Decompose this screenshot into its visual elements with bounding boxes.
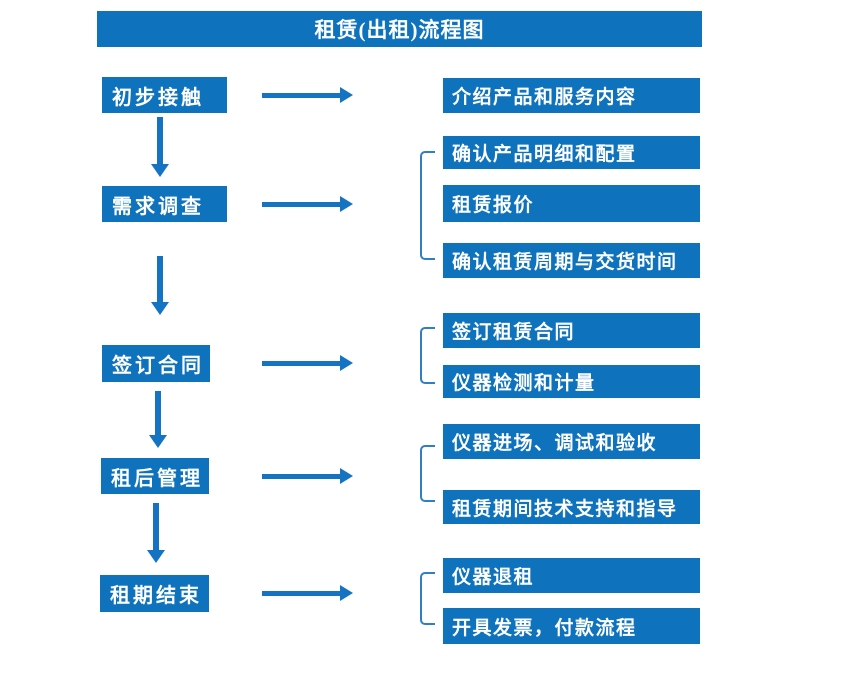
right-arrow-shaft	[262, 360, 340, 366]
right-arrow-head	[340, 468, 353, 484]
output-box-introduce-products-services: 介绍产品和服务内容	[443, 78, 700, 113]
down-arrow-shaft	[155, 391, 161, 435]
right-arrow-shaft	[262, 92, 340, 98]
output-box-instrument-return: 仪器退租	[443, 558, 700, 593]
step-box-post-rental-management: 租后管理	[101, 458, 209, 494]
output-box-technical-support-guidance: 租赁期间技术支持和指导	[443, 490, 700, 524]
down-arrow-2	[151, 256, 169, 315]
output-box-rental-quotation: 租赁报价	[443, 185, 700, 222]
down-arrow-head	[147, 550, 165, 563]
right-arrow-1	[262, 87, 353, 103]
right-arrow-shaft	[262, 590, 340, 596]
down-arrow-shaft	[157, 117, 163, 164]
step-box-lease-end: 租期结束	[100, 575, 209, 612]
down-arrow-3	[149, 391, 167, 448]
group-bracket-lease-end	[420, 572, 435, 625]
output-box-instrument-inspection-metering: 仪器检测和计量	[443, 365, 700, 398]
group-bracket-post-rental	[420, 445, 435, 502]
group-bracket-sign-contract	[420, 327, 435, 384]
right-arrow-4	[262, 468, 353, 484]
right-arrow-5	[262, 585, 353, 601]
down-arrow-head	[151, 302, 169, 315]
flowchart-title: 租赁(出租)流程图	[97, 11, 702, 47]
right-arrow-shaft	[262, 473, 340, 479]
output-box-confirm-product-details: 确认产品明细和配置	[443, 136, 700, 169]
down-arrow-4	[147, 503, 165, 563]
down-arrow-shaft	[153, 503, 159, 550]
step-box-demand-survey: 需求调查	[102, 186, 227, 222]
output-box-invoice-payment-process: 开具发票，付款流程	[443, 608, 700, 644]
group-bracket-demand-survey	[420, 151, 435, 260]
down-arrow-shaft	[157, 256, 163, 302]
output-box-confirm-rental-period-delivery: 确认租赁周期与交货时间	[443, 243, 700, 278]
right-arrow-head	[340, 355, 353, 371]
output-box-sign-rental-contract: 签订租赁合同	[443, 313, 700, 348]
right-arrow-head	[340, 585, 353, 601]
right-arrow-head	[340, 196, 353, 212]
down-arrow-head	[151, 164, 169, 177]
output-box-instrument-setup-acceptance: 仪器进场、调试和验收	[443, 424, 700, 459]
step-box-sign-contract: 签订合同	[102, 345, 210, 382]
right-arrow-3	[262, 355, 353, 371]
right-arrow-2	[262, 196, 353, 212]
right-arrow-shaft	[262, 201, 340, 207]
down-arrow-head	[149, 435, 167, 448]
right-arrow-head	[340, 87, 353, 103]
down-arrow-1	[151, 117, 169, 177]
step-box-initial-contact: 初步接触	[102, 77, 227, 113]
